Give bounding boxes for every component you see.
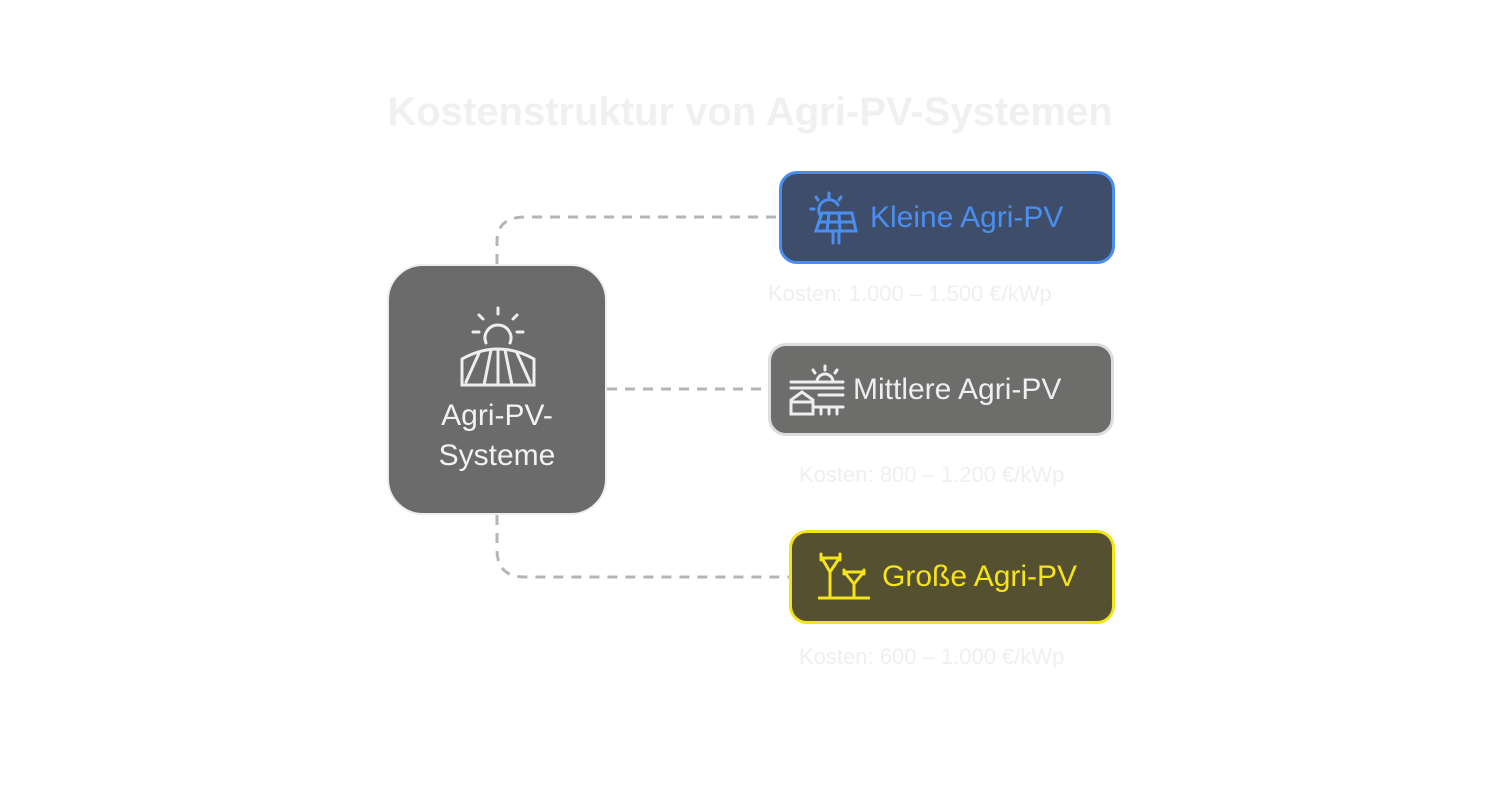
cost-kleine: Kosten: 1.000 – 1.500 €/kWp bbox=[768, 281, 1052, 306]
cost-grosse: Kosten: 600 – 1.000 €/kWp bbox=[799, 644, 1065, 669]
farm-sun-icon bbox=[789, 364, 845, 415]
solar-panel-sun-icon bbox=[809, 191, 858, 244]
sun-field-icon bbox=[460, 306, 536, 387]
node-mittlere-label: Mittlere Agri-PV bbox=[853, 372, 1062, 406]
diagram-title: Kostenstruktur von Agri-PV-Systemen bbox=[387, 90, 1113, 134]
node-grosse-agri-pv[interactable]: Große Agri-PV bbox=[789, 530, 1115, 624]
node-grosse-label: Große Agri-PV bbox=[882, 560, 1078, 593]
central-node[interactable]: Agri-PV-Systeme bbox=[387, 264, 607, 515]
connector-kleine bbox=[495, 215, 780, 264]
central-node-label: Agri-PV-Systeme bbox=[438, 399, 556, 472]
node-kleine-label: Kleine Agri-PV bbox=[870, 200, 1064, 234]
node-kleine-agri-pv[interactable]: Kleine Agri-PV bbox=[779, 171, 1115, 264]
node-mittlere-agri-pv[interactable]: Mittlere Agri-PV bbox=[768, 343, 1114, 436]
cost-mittlere: Kosten: 800 – 1.200 €/kWp bbox=[799, 462, 1065, 487]
power-pole-icon bbox=[818, 552, 870, 600]
connector-grosse bbox=[495, 515, 790, 579]
